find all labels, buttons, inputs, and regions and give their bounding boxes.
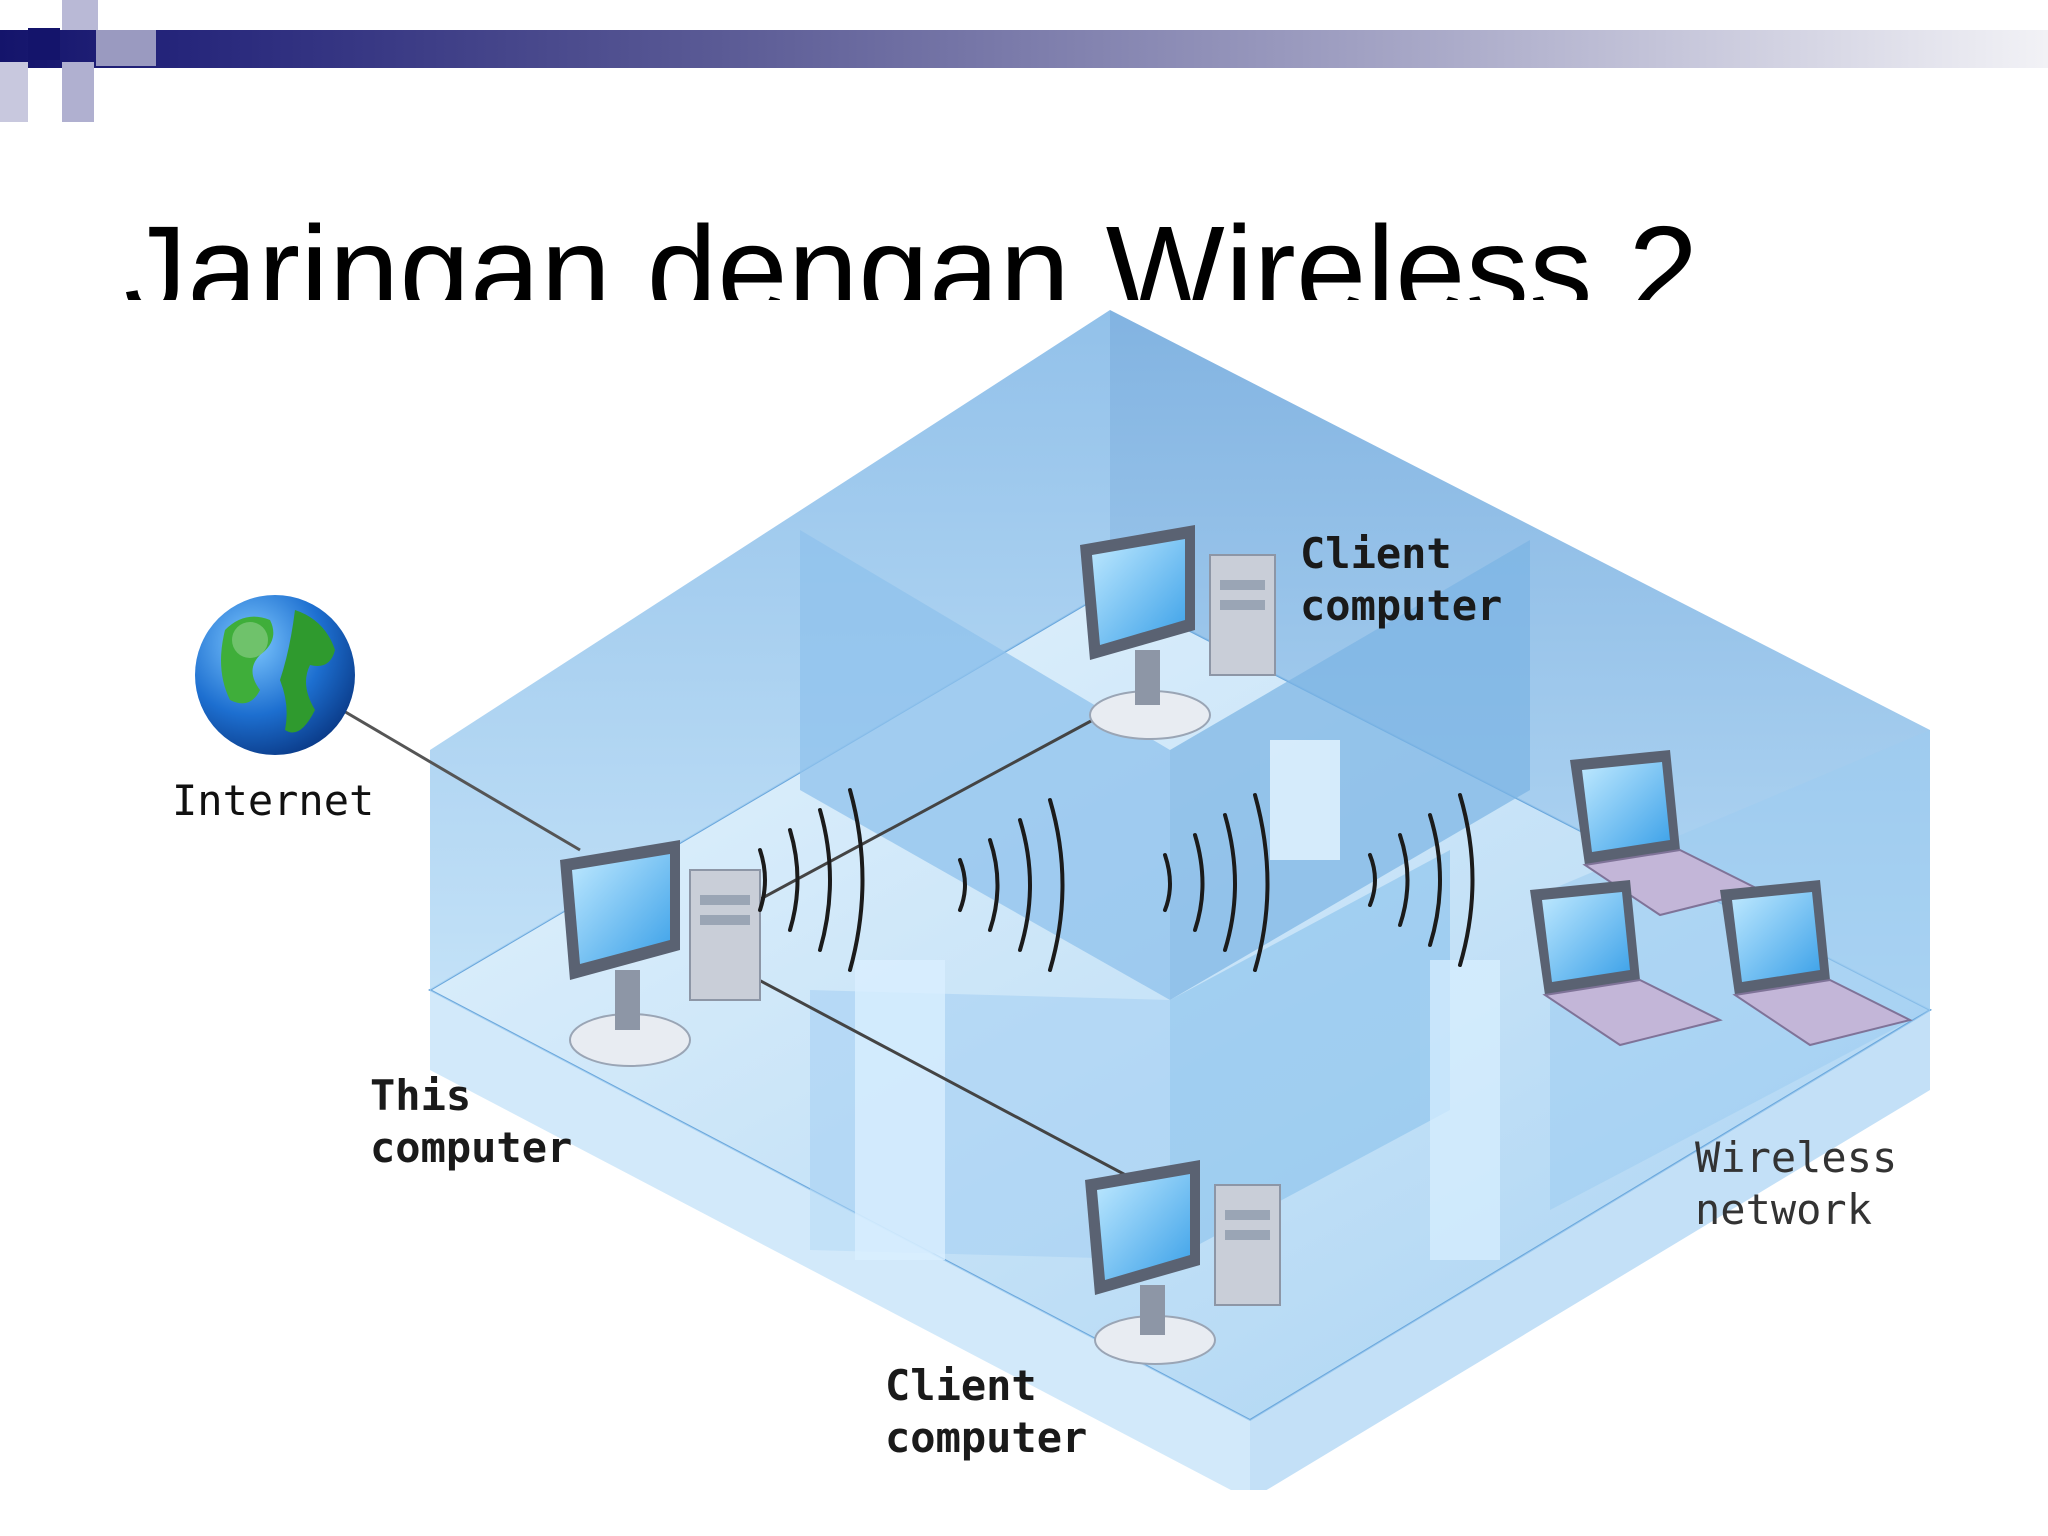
wire-client-bottom xyxy=(739,968,1136,1182)
diagram-svg xyxy=(195,310,1933,1500)
wireless-signal-icon xyxy=(1368,793,1475,967)
desktop-computer-icon xyxy=(1080,525,1276,740)
inner-wall-a xyxy=(800,530,1170,1000)
label-line: Client xyxy=(1300,529,1452,578)
door-opening-1 xyxy=(855,960,945,1260)
corner-decoration xyxy=(0,0,160,130)
slide-title: Jaringan dengan Wireless 2 xyxy=(124,208,1699,300)
laptop-icon xyxy=(1570,750,1763,917)
globe-icon xyxy=(195,595,355,755)
door-opening-3 xyxy=(1270,740,1340,860)
desktop-computer-icon xyxy=(1085,1160,1281,1365)
label-client-computer-top: Client computer xyxy=(1300,528,1502,632)
label-this-computer: This computer xyxy=(370,1070,572,1174)
front-wall-right xyxy=(1250,1010,1930,1500)
inner-wall-c xyxy=(1170,850,1450,1260)
outer-wall-back-left xyxy=(430,310,1110,990)
wireless-signal-icon xyxy=(758,788,865,972)
label-line: network xyxy=(1695,1185,1873,1234)
inner-wall-b xyxy=(1170,540,1530,1000)
laptop-icon xyxy=(1720,880,1913,1047)
title-bar-gradient xyxy=(0,30,2048,68)
door-opening-2 xyxy=(1430,960,1500,1260)
desktop-computer-icon xyxy=(560,840,761,1067)
label-client-computer-bottom: Client computer xyxy=(885,1360,1087,1464)
label-line: Client xyxy=(885,1361,1037,1410)
wireless-network-diagram: Internet This computer Client computer C… xyxy=(150,310,1950,1500)
label-line: Wireless xyxy=(1695,1133,1898,1182)
label-line: computer xyxy=(370,1123,573,1172)
label-wireless-network: Wireless network xyxy=(1695,1132,1897,1236)
label-internet: Internet xyxy=(172,776,375,825)
label-line: computer xyxy=(885,1413,1088,1462)
wire-client-top xyxy=(739,698,1131,912)
wireless-signal-icon xyxy=(958,798,1065,972)
label-line: This xyxy=(370,1071,472,1120)
label-line: computer xyxy=(1300,581,1503,630)
wire-internet xyxy=(324,698,581,852)
wireless-signal-icon xyxy=(1163,793,1270,972)
laptop-icon xyxy=(1530,880,1723,1047)
front-wall-left xyxy=(430,990,1250,1500)
